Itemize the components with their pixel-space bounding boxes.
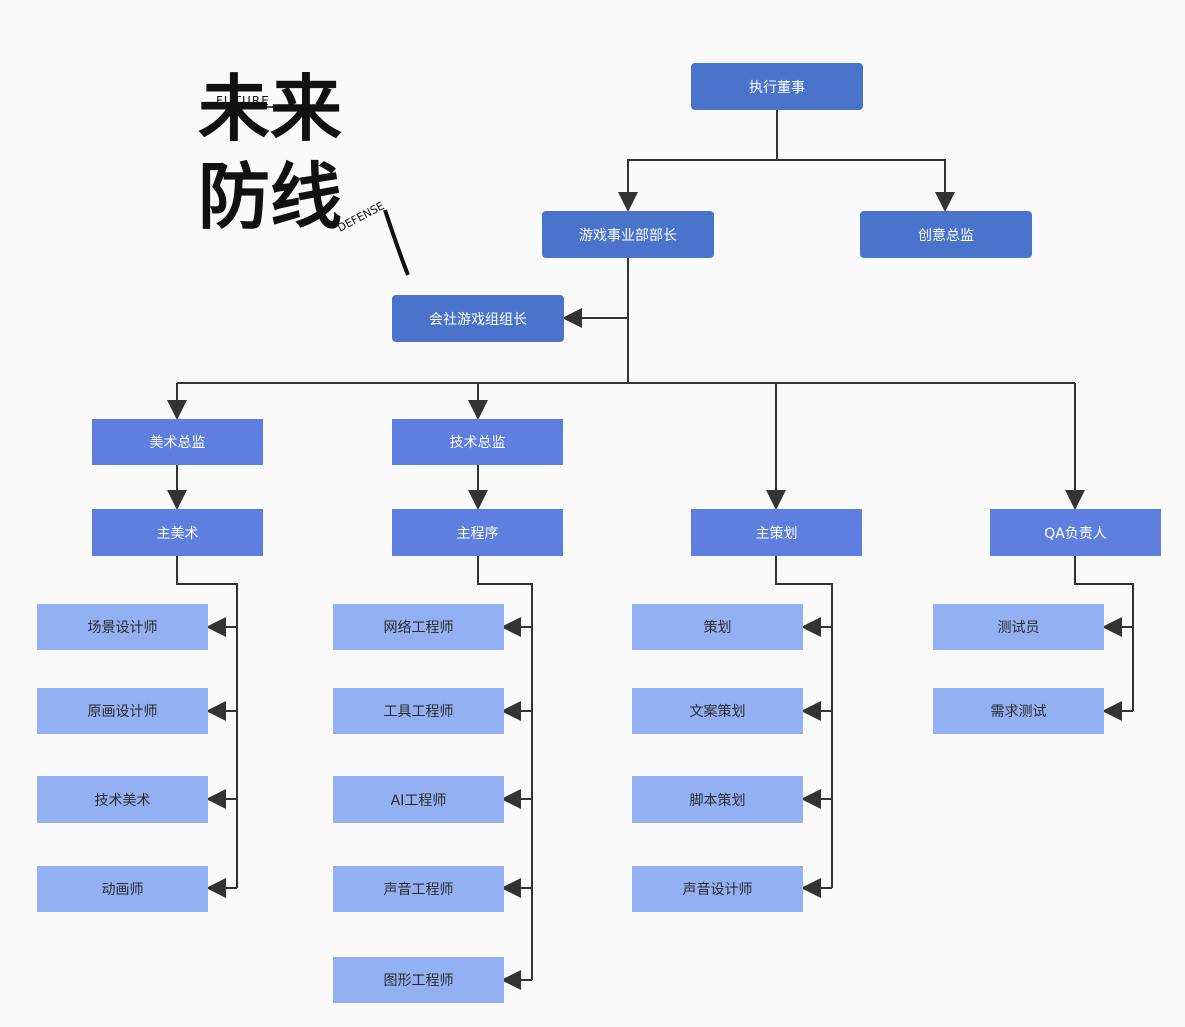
logo-tag-bottom: DEFENSE	[335, 199, 386, 234]
node-qa-lead[interactable]: QA负责人	[990, 509, 1161, 556]
node-prog-role[interactable]: 声音工程师	[333, 866, 504, 912]
logo-line2: 防线	[198, 154, 342, 239]
node-prog-role[interactable]: 网络工程师	[333, 604, 504, 650]
logo-line1: 未来	[198, 66, 342, 151]
node-lead-programmer[interactable]: 主程序	[392, 509, 563, 556]
node-prog-role[interactable]: 图形工程师	[333, 957, 504, 1003]
node-plan-role[interactable]: 文案策划	[632, 688, 803, 734]
node-qa-role[interactable]: 测试员	[933, 604, 1104, 650]
node-prog-role[interactable]: AI工程师	[333, 776, 504, 823]
node-plan-role[interactable]: 策划	[632, 604, 803, 650]
node-executive-director[interactable]: 执行董事	[691, 63, 863, 110]
node-lead-artist[interactable]: 主美术	[92, 509, 263, 556]
node-plan-role[interactable]: 脚本策划	[632, 776, 803, 823]
node-art-director[interactable]: 美术总监	[92, 419, 263, 465]
node-art-role[interactable]: 场景设计师	[37, 604, 208, 650]
node-art-role[interactable]: 动画师	[37, 866, 208, 912]
node-game-division-head[interactable]: 游戏事业部部长	[542, 211, 714, 258]
node-art-role[interactable]: 原画设计师	[37, 688, 208, 734]
line-exec-to-creative	[777, 159, 955, 212]
node-club-game-team-lead[interactable]: 会社游戏组组长	[392, 295, 564, 342]
node-tech-director[interactable]: 技术总监	[392, 419, 563, 465]
logo-tag-top: FUTURE	[216, 94, 270, 108]
node-plan-role[interactable]: 声音设计师	[632, 866, 803, 912]
line-exec-to-game	[618, 159, 777, 212]
node-lead-planner[interactable]: 主策划	[691, 509, 862, 556]
node-art-role[interactable]: 技术美术	[37, 776, 208, 823]
node-creative-director[interactable]: 创意总监	[860, 211, 1032, 258]
node-qa-role[interactable]: 需求测试	[933, 688, 1104, 734]
node-prog-role[interactable]: 工具工程师	[333, 688, 504, 734]
future-defense-logo: 未来 防线 FUTURE DEFENSE	[190, 60, 430, 285]
